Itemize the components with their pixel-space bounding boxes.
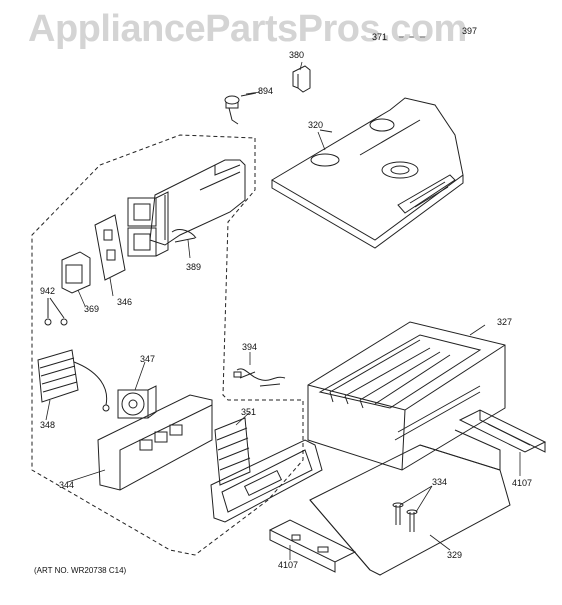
part-389-wire [171,229,197,243]
label-369: 369 [84,304,100,314]
label-389: 389 [186,262,202,272]
label-346: 346 [117,297,133,307]
label-334: 334 [432,477,448,487]
part-394-harness [233,368,286,387]
label-4107-left: 4107 [278,560,299,570]
watermark: AppliancePartsPros.com [28,8,467,50]
label-327: 327 [497,317,513,327]
part-351-grille [210,417,323,523]
label-397: 397 [462,26,478,36]
label-347: 347 [140,354,156,364]
part-334-screws [392,502,418,532]
part-329-frame [309,429,511,576]
label-320: 320 [308,120,324,130]
label-894: 894 [258,86,274,96]
part-346-gasket [94,214,126,281]
duct-housing [149,159,246,246]
part-942-screws [44,297,68,326]
part-369-damper-control [61,251,91,294]
label-329: 329 [447,550,463,560]
part-320-cover [271,97,464,249]
label-380: 380 [289,50,305,60]
part-380-bracket [292,65,311,93]
assembly-boundary [31,134,304,556]
part-894-thermistor [224,92,257,125]
label-371: 371 [372,32,388,42]
damper-unit [127,191,169,257]
part-4107-rail-right [458,409,547,453]
part-347-fan [117,385,157,419]
part-344-fan-housing [97,394,213,491]
label-4107-right: 4107 [512,478,533,488]
label-348: 348 [40,420,56,430]
part-327-pan [307,321,506,471]
leader-lines [45,36,521,560]
label-942: 942 [40,286,56,296]
part-348-grille [37,349,110,412]
art-number: (ART NO. WR20738 C14) [34,566,127,575]
label-394: 394 [242,342,258,352]
label-344: 344 [59,480,75,490]
label-351: 351 [241,407,257,417]
